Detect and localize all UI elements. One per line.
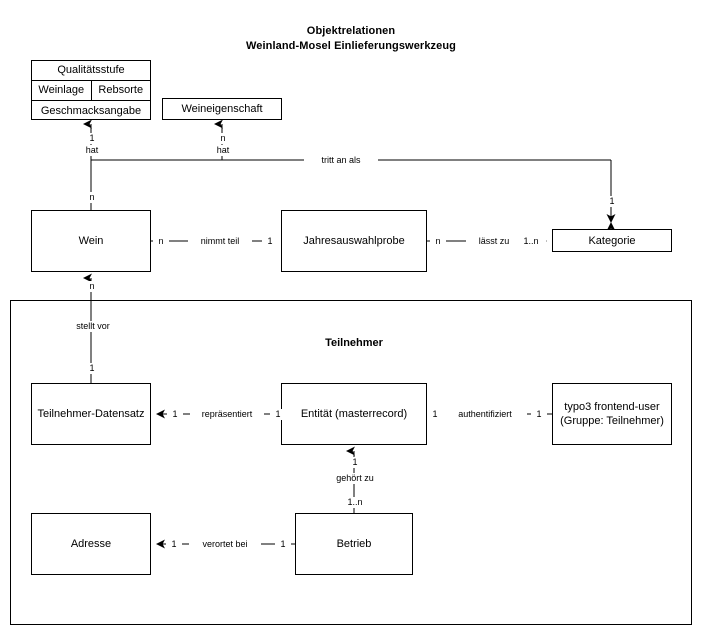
cardinality-kategorie-left: 1..n [516,236,546,247]
cardinality-wein-up: n [81,192,103,203]
entity-label: Teilnehmer-Datensatz [37,408,145,420]
cardinality-verortet-left: 1 [166,539,182,550]
relation-label-stellt-vor: stellt vor [61,321,125,332]
table-row: Weinlage Rebsorte [32,81,150,101]
entity-entitaet-masterrecord: Entität (masterrecord) [281,383,427,445]
group-teilnehmer-label: Teilnehmer [325,337,383,349]
title-line-1: Objektrelationen [306,25,396,37]
entity-label: Jahresauswahlprobe [303,235,405,247]
cardinality-jahresauswahlprobe-right: n [430,236,446,247]
cell-geschmacksangabe: Geschmacksangabe [40,104,142,117]
group-teilnehmer [10,300,692,625]
cell-qualitaetsstufe: Qualitätsstufe [57,64,125,76]
entity-jahresauswahlprobe: Jahresauswahlprobe [281,210,427,272]
entity-label: Entität (masterrecord) [300,408,408,420]
relation-label-hat-qualitaetsstufe: hat [71,145,113,156]
entity-label-line-2: (Gruppe: Teilnehmer) [560,415,664,427]
entity-typo3-frontend-user: typo3 frontend-user (Gruppe: Teilnehmer) [552,383,672,445]
entity-label: Adresse [70,538,112,550]
diagram-title: Objektrelationen Weinland-Mosel Einliefe… [0,24,702,54]
entity-weineigenschaft: Weineigenschaft [162,98,282,120]
cardinality-gehoert-zu-top: 1 [344,457,366,468]
cardinality-verortet-right: 1 [275,539,291,550]
cardinality-gehoert-zu-bottom: 1..n [339,497,371,508]
cardinality-authentifiziert-left: 1 [427,409,443,420]
entity-label: Wein [78,235,104,247]
cardinality-repraesentiert-left: 1 [167,409,183,420]
cardinality-kategorie-top: 1 [601,196,623,207]
relation-label-tritt-an-als: tritt an als [304,155,378,166]
relation-label-laesst-zu: lässt zu [466,236,522,247]
entity-kategorie: Kategorie [552,229,672,252]
entity-label: Kategorie [588,234,636,247]
entity-betrieb: Betrieb [295,513,413,575]
relation-label-verortet-bei: verortet bei [189,539,261,550]
cardinality-stellt-vor-bottom: 1 [81,363,103,374]
entity-wein-attributes-table: Qualitätsstufe Weinlage Rebsorte Geschma… [31,60,151,120]
cardinality-jahresauswahlprobe-left: 1 [262,236,278,247]
entity-label: Weineigenschaft [181,103,263,115]
relation-label-gehoert-zu: gehört zu [324,473,386,484]
relation-label-nimmt-teil: nimmt teil [188,236,252,247]
relation-label-authentifiziert: authentifiziert [443,409,527,420]
cell-weinlage: Weinlage [32,81,92,100]
entity-label: Betrieb [336,538,372,550]
title-line-2: Weinland-Mosel Einlieferungswerkzeug [246,40,456,52]
table-row: Qualitätsstufe [32,61,150,81]
cardinality-hat-weineigenschaft-top: n [212,133,234,144]
relation-label-repraesentiert: repräsentiert [190,409,264,420]
cell-rebsorte: Rebsorte [98,84,144,96]
cardinality-wein-right: n [153,236,169,247]
entity-label-line-1: typo3 frontend-user [564,401,660,413]
cardinality-authentifiziert-right: 1 [531,409,547,420]
cardinality-hat-qualitaetsstufe-top: 1 [81,133,103,144]
relation-label-hat-weineigenschaft: hat [202,145,244,156]
table-row: Geschmacksangabe [32,101,150,121]
cardinality-wein-down: n [81,281,103,292]
entity-adresse: Adresse [31,513,151,575]
entity-teilnehmer-datensatz: Teilnehmer-Datensatz [31,383,151,445]
entity-wein: Wein [31,210,151,272]
cardinality-repraesentiert-right: 1 [270,409,286,420]
